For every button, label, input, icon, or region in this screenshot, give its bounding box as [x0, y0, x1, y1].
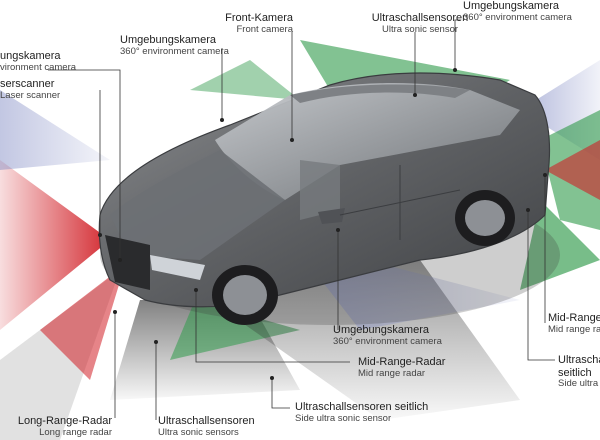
label-ultrasonic-side-center-de: Ultraschallsensoren seitlich: [295, 401, 428, 414]
label-env-camera-left-de: Umgebungskamera: [120, 34, 229, 47]
label-ultrasonic-side-right-de: Ultrascha: [558, 354, 600, 367]
label-env-camera-bottom: Umgebungskamera 360° environment camera: [333, 324, 442, 348]
label-laser-scanner-en: Laser scanner: [0, 91, 60, 102]
label-mid-range-radar-center-de: Mid-Range-Radar: [358, 356, 445, 369]
label-env-camera-top-right-en: 360° environment camera: [463, 13, 572, 24]
front-rim: [223, 275, 267, 315]
label-ultrasonic-side-right: Ultrascha seitlich Side ultra s: [558, 354, 600, 390]
label-mid-range-radar-center-en: Mid range radar: [358, 369, 445, 380]
label-long-range-radar-de: Long-Range-Radar: [10, 415, 112, 428]
label-ultrasonic-top-en: Ultra sonic sensor: [355, 25, 485, 36]
label-ultrasonic-side-center-en: Side ultra sonic sensor: [295, 414, 428, 425]
label-front-camera-de: Front-Kamera: [190, 12, 293, 25]
rear-rim: [465, 200, 505, 236]
label-env-camera-edge-en: vironment camera: [0, 63, 76, 74]
front-left-camera-field: [0, 90, 110, 170]
label-ultrasonic-side-right-en: Side ultra s: [558, 379, 600, 390]
label-laser-scanner-de: serscanner: [0, 78, 60, 91]
label-env-camera-left: Umgebungskamera 360° environment camera: [120, 34, 229, 58]
label-ultrasonic-bottom: Ultraschallsensoren Ultra sonic sensors: [158, 415, 255, 439]
top-left-green-field: [190, 60, 300, 100]
label-env-camera-bottom-en: 360° environment camera: [333, 337, 442, 348]
label-env-camera-top-right: Umgebungskamera 360° environment camera: [463, 0, 572, 24]
label-mid-range-radar-right-en: Mid range ra: [548, 325, 600, 336]
label-env-camera-edge-de: ungskamera: [0, 50, 76, 63]
label-env-camera-bottom-de: Umgebungskamera: [333, 324, 442, 337]
label-env-camera-top-right-de: Umgebungskamera: [463, 0, 572, 13]
label-mid-range-radar-right-de: Mid-Range: [548, 312, 600, 325]
label-ultrasonic-bottom-en: Ultra sonic sensors: [158, 428, 255, 439]
label-mid-range-radar-center: Mid-Range-Radar Mid range radar: [358, 356, 445, 380]
label-front-camera: Front-Kamera Front camera: [190, 12, 293, 36]
label-ultrasonic-side-center: Ultraschallsensoren seitlich Side ultra …: [295, 401, 428, 425]
label-ultrasonic-bottom-de: Ultraschallsensoren: [158, 415, 255, 428]
label-long-range-radar-en: Long range radar: [10, 428, 112, 439]
label-long-range-radar: Long-Range-Radar Long range radar: [10, 415, 112, 439]
label-mid-range-radar-right: Mid-Range Mid range ra: [548, 312, 600, 336]
label-env-camera-edge: ungskamera vironment camera: [0, 50, 76, 74]
label-laser-scanner: serscanner Laser scanner: [0, 78, 60, 102]
label-env-camera-left-en: 360° environment camera: [120, 47, 229, 58]
